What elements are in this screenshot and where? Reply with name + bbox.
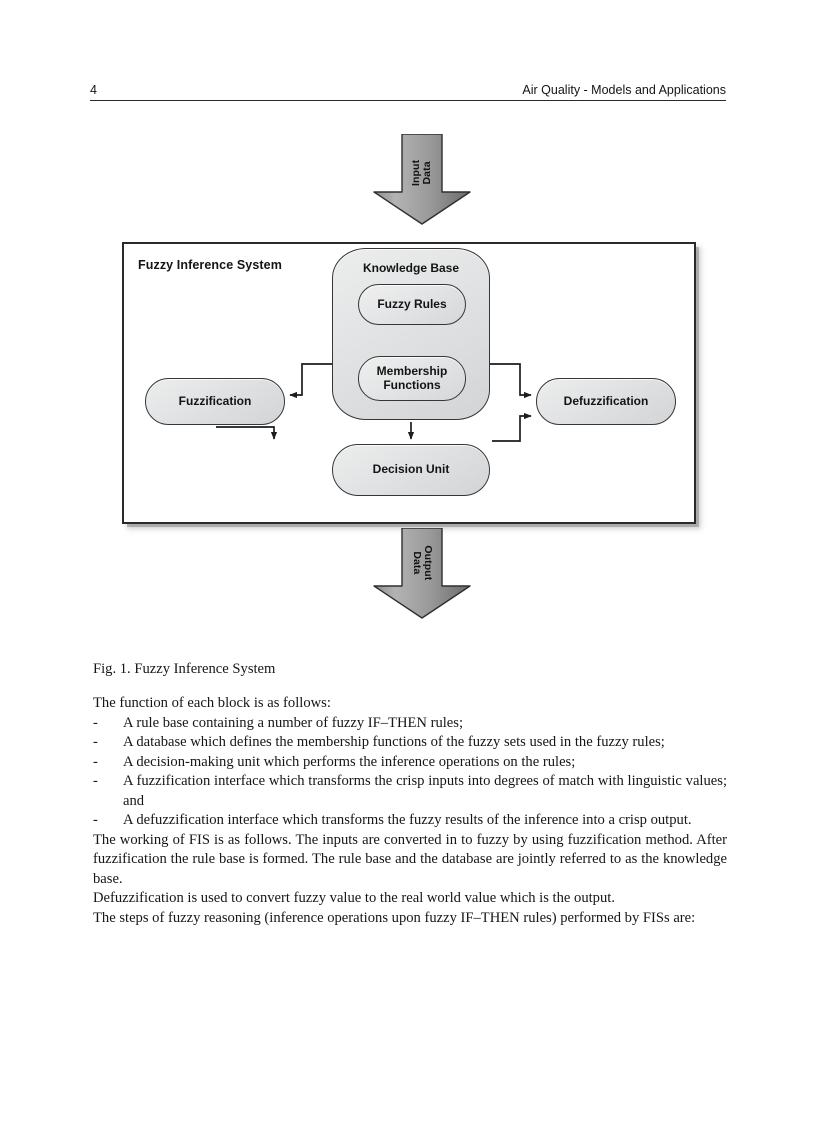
list-item-text: A rule base containing a number of fuzzy… (123, 714, 464, 731)
node-fuzzy-rules-label: Fuzzy Rules (377, 296, 447, 311)
header-book-title: Air Quality - Models and Applications (522, 83, 726, 97)
output-data-arrow-label: Output Data (411, 545, 434, 581)
bullet-marker: - (93, 753, 98, 770)
bullet-marker: - (93, 714, 98, 731)
node-fuzzy-rules[interactable]: Fuzzy Rules (358, 284, 466, 325)
node-decision-unit[interactable]: Decision Unit (332, 444, 490, 496)
input-data-arrow: Input Data (370, 134, 474, 226)
figure-caption-text: Fig. 1. Fuzzy Inference System (93, 661, 276, 677)
function-bullet-list: - A rule base containing a number of fuz… (93, 714, 727, 831)
output-data-arrow: Output Data (370, 528, 474, 620)
list-item-text: A fuzzification interface which transfor… (123, 773, 727, 809)
bullet-marker: - (93, 734, 98, 750)
list-item-text: A database which defines the membership … (123, 734, 665, 750)
list-item: - A rule base containing a number of fuz… (93, 714, 727, 734)
list-item-text: A defuzzification interface which transf… (123, 812, 692, 828)
node-defuzzification[interactable]: Defuzzification (536, 378, 676, 425)
list-item: - A decision-making unit which performs … (93, 753, 727, 773)
node-membership-functions-label: Membership Functions (376, 364, 448, 392)
list-item: - A fuzzification interface which transf… (93, 772, 727, 811)
bullet-marker: - (93, 812, 98, 828)
input-data-arrow-label: Input Data (410, 159, 433, 186)
connector-arrows (216, 363, 532, 442)
intro-paragraph: The function of each block is as follows… (93, 695, 331, 711)
list-item-text: A decision-making unit which performs th… (123, 753, 576, 770)
body-text: The function of each block is as follows… (93, 694, 727, 928)
bullet-marker: - (93, 773, 98, 789)
node-defuzzification-label: Defuzzification (563, 393, 649, 408)
down-arrow-icon (373, 528, 471, 619)
list-item: - A defuzzification interface which tran… (93, 811, 727, 831)
body-paragraph-steps: The steps of fuzzy reasoning (inference … (93, 909, 696, 926)
fis-frame-title: Fuzzy Inference System (138, 258, 282, 272)
down-arrow-icon (373, 134, 471, 225)
header-page-number: 4 (90, 83, 97, 97)
figure-caption: Fig. 1. Fuzzy Inference System (93, 662, 727, 677)
node-knowledge-base[interactable]: Knowledge Base (332, 248, 490, 420)
list-item: - A database which defines the membershi… (93, 733, 727, 753)
node-decision-unit-label: Decision Unit (372, 462, 450, 477)
body-paragraph-working-of-fis: The working of FIS is as follows. The in… (93, 831, 727, 887)
body-paragraph-defuzzification: Defuzzification is used to convert fuzzy… (93, 890, 615, 906)
node-fuzzification-label: Fuzzification (178, 393, 252, 408)
page-header: 4 Air Quality - Models and Applications (90, 78, 726, 101)
node-fuzzification[interactable]: Fuzzification (145, 378, 285, 425)
figure-fuzzy-inference-system: Input Data Fuzzy Inference System (90, 128, 726, 628)
node-membership-functions[interactable]: Membership Functions (358, 356, 466, 401)
node-knowledge-base-label: Knowledge Base (362, 261, 460, 275)
fuzzy-inference-system-frame: Fuzzy Inference System (122, 242, 696, 524)
